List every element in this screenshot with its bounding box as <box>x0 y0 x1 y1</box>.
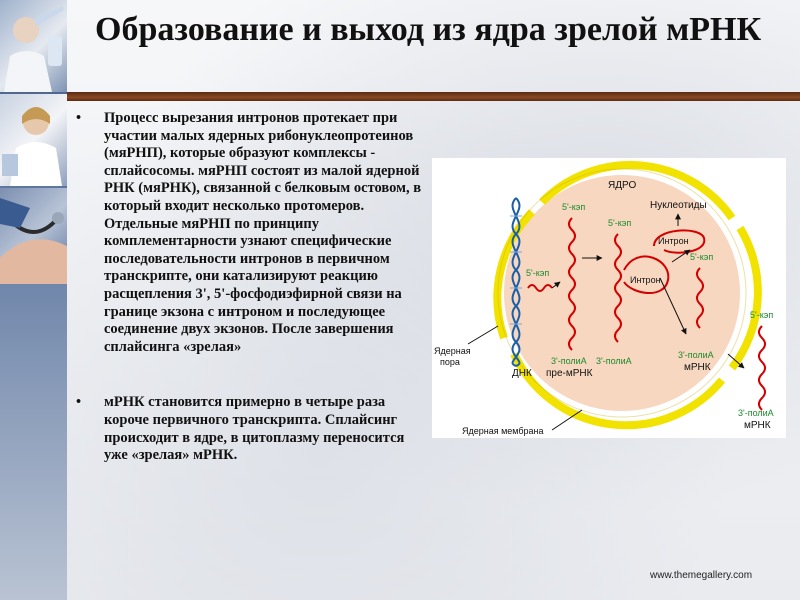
slide-title: Образование и выход из ядра зрелой мРНК <box>95 11 762 48</box>
sidebar-photo-stethoscope <box>0 188 67 284</box>
intron-loop <box>623 255 670 295</box>
bullet-text: Процесс вырезания интронов протекает при… <box>104 110 422 355</box>
label-intron: Интрон <box>630 275 661 285</box>
bullet-marker: • <box>76 394 82 411</box>
bullet-text: мРНК становится примерно в четыре раза к… <box>104 394 405 464</box>
title-divider-band <box>67 92 800 101</box>
label-nucleus: ЯДРО <box>608 180 636 191</box>
splicing-strand <box>614 233 622 343</box>
membrane-arc <box>493 209 535 340</box>
label-pre-mrna: пре-мРНК <box>546 368 593 379</box>
label-nuclear-pore: Ядерная <box>434 346 471 356</box>
dna-helix <box>510 197 522 367</box>
label-5cap: 5'-кэп <box>526 268 549 278</box>
label-mrna: мРНК <box>684 362 711 373</box>
label-5cap: 5'-кэп <box>608 218 631 228</box>
label-3polya: 3'-полиА <box>596 356 632 366</box>
sidebar-photo-nurse <box>0 94 67 186</box>
footer-url: www.themegallery.com <box>650 570 753 581</box>
label-dna: ДНК <box>512 368 532 379</box>
label-3polya: 3'-полиА <box>551 356 587 366</box>
bullet-item: • Процесс вырезания интронов протекает п… <box>76 110 426 356</box>
membrane-arc <box>728 225 762 371</box>
label-nucleotides: Нуклеотиды <box>650 200 707 211</box>
sidebar-photo-strip <box>0 0 67 600</box>
pre-mrna-strand <box>568 217 576 351</box>
sidebar-photo-lab <box>0 0 67 92</box>
label-nuclear-pore: пора <box>440 357 460 367</box>
label-5cap: 5'-кэп <box>750 310 773 320</box>
label-5cap: 5'-кэп <box>690 252 713 262</box>
membrane-arc <box>539 161 736 221</box>
label-3polya: 3'-полиА <box>678 350 714 360</box>
excised-intron <box>653 229 706 254</box>
label-3polya: 3'-полиА <box>738 408 774 418</box>
label-5cap: 5'-кэп <box>562 202 585 212</box>
nucleus-interior <box>504 175 740 411</box>
mature-mrna-nuclear <box>696 267 704 329</box>
label-mrna: мРНК <box>744 420 771 431</box>
bullet-marker: • <box>76 110 82 126</box>
bullet-item: • мРНК становится примерно в четыре раза… <box>76 394 426 464</box>
label-intron: Интрон <box>658 236 689 246</box>
bullet-list: • Процесс вырезания интронов протекает п… <box>76 110 426 465</box>
diagram-svg: ЯДРО Нуклеотиды ДНК 5'-кэп 5'-кэп 3'-пол… <box>434 161 774 436</box>
membrane-arc <box>510 352 726 430</box>
mrna-processing-diagram: ЯДРО Нуклеотиды ДНК 5'-кэп 5'-кэп 3'-пол… <box>432 158 786 438</box>
label-nuclear-membrane: Ядерная мембрана <box>462 426 544 436</box>
mature-mrna-cytoplasm <box>758 325 766 411</box>
